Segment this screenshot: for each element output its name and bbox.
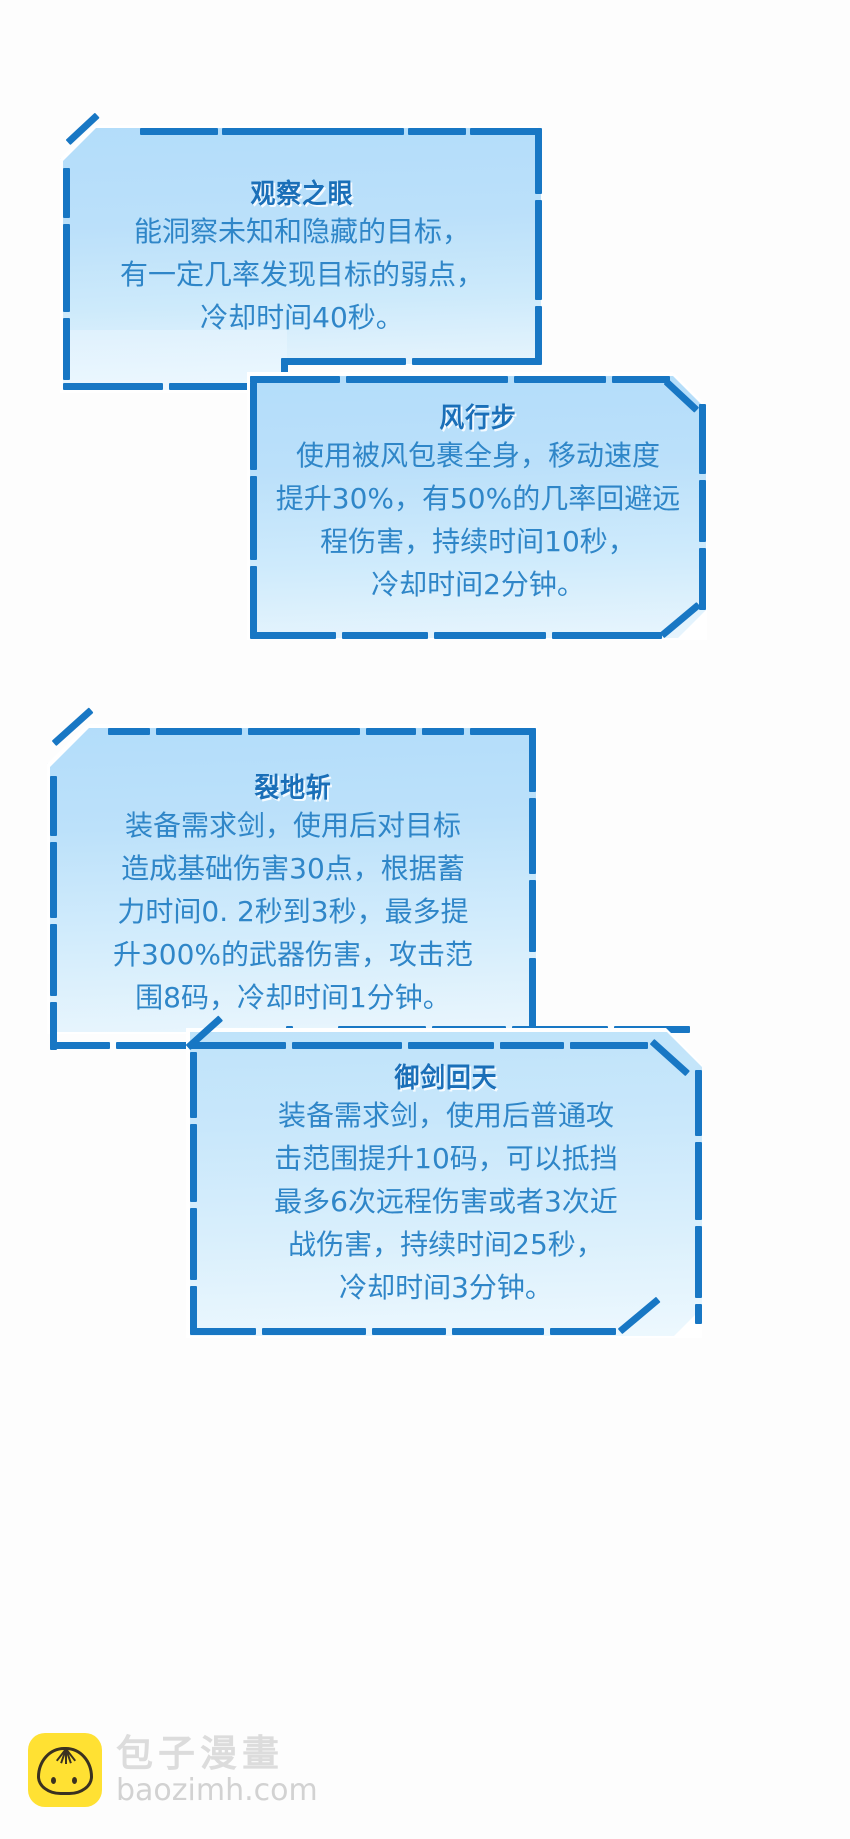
site-watermark: 包子漫畫 baozimh.com — [28, 1733, 318, 1807]
card2-body: 使用被风包裹全身，移动速度 提升30%，有50%的几率回避远 程伤害，持续时间1… — [275, 439, 681, 601]
baozi-logo-icon — [28, 1733, 102, 1807]
card4-fill — [190, 1032, 702, 1336]
card1-body: 能洞察未知和隐藏的目标， 有一定几率发现目标的弱点， 冷却时间40秒。 — [119, 215, 484, 334]
card4-title: 御剑回天 — [394, 1063, 498, 1094]
watermark-brand-url: baozimh.com — [116, 1772, 318, 1808]
card1-fill — [63, 128, 541, 364]
card3-body: 装备需求剑，使用后对目标 造成基础伤害30点，根据蓄 力时间0. 2秒到3秒，最… — [112, 809, 474, 1014]
card2-title: 风行步 — [439, 403, 517, 434]
card4-body: 装备需求剑，使用后普通攻 击范围提升10码，可以抵挡 最多6次远程伤害或者3次近… — [274, 1099, 618, 1304]
card3-title: 裂地斩 — [254, 773, 332, 804]
card3-fill — [50, 728, 536, 1032]
watermark-brand-cn: 包子漫畫 — [116, 1731, 284, 1775]
card2-fill — [250, 376, 706, 638]
card1-title: 观察之眼 — [250, 179, 354, 210]
